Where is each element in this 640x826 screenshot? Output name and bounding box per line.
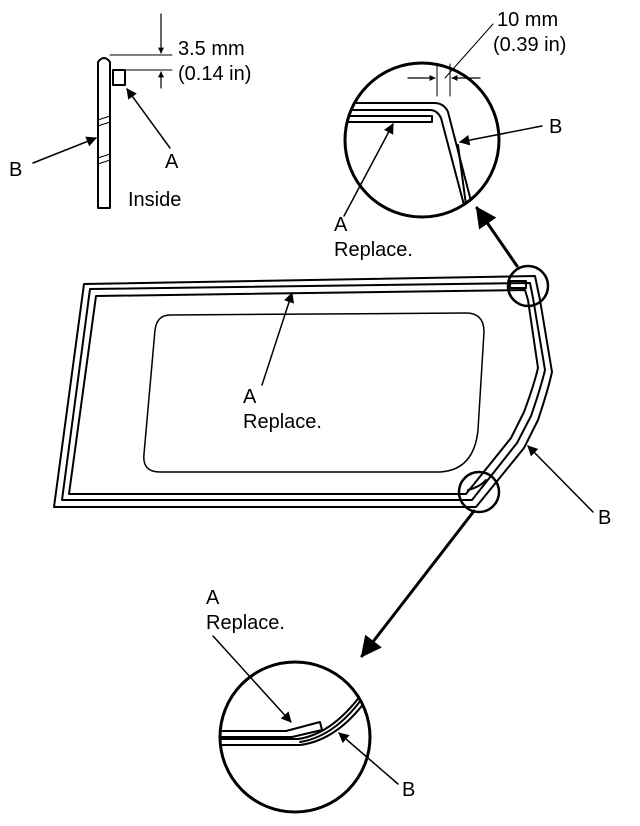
- leader-b-bottom: [338, 732, 399, 785]
- leader-b-main: [527, 445, 594, 513]
- label-replace-main: Replace.: [243, 411, 322, 433]
- label-a-main: A: [243, 386, 257, 408]
- label-b-section: B: [9, 159, 22, 181]
- label-a-bottom: A: [206, 587, 220, 609]
- bottom-magnifier-circle: [218, 660, 372, 814]
- label-replace-top: Replace.: [334, 239, 413, 261]
- leader-a-bottom: [212, 635, 292, 723]
- dim-offset-mm: 10 mm: [497, 9, 558, 31]
- dim-thickness-in: (0.14 in): [178, 63, 251, 85]
- glass-inner-opening: [143, 312, 485, 473]
- label-a-top: A: [334, 214, 348, 236]
- label-a-section: A: [165, 151, 179, 173]
- seal-a-bottom: [220, 721, 323, 738]
- dim-thickness-mm: 3.5 mm: [178, 38, 245, 60]
- dim-offset-in: (0.39 in): [493, 34, 566, 56]
- top-corner-detail: [343, 23, 543, 219]
- leader-b-section: [32, 136, 97, 164]
- seal-a-top: [345, 115, 433, 123]
- leader-b-top: [458, 125, 543, 146]
- cross-section-detail: [32, 13, 173, 209]
- label-b-main: B: [598, 507, 611, 529]
- seal-a-outer: [61, 282, 546, 501]
- glass-edge-section: [97, 57, 111, 209]
- label-inside: Inside: [128, 189, 181, 211]
- seal-a-inner: [68, 289, 539, 495]
- top-magnifier-circle: [343, 61, 501, 219]
- leader-a-top: [343, 123, 394, 217]
- label-b-bottom: B: [402, 779, 415, 801]
- label-b-top: B: [549, 116, 562, 138]
- leader-a-section: [126, 88, 171, 149]
- bottom-corner-detail: [212, 635, 399, 814]
- quarter-glass: [53, 275, 553, 508]
- leader-a-main: [261, 292, 295, 386]
- pointer-top-detail: [475, 206, 519, 268]
- molding-b-top: [457, 144, 467, 206]
- seal-a-section: [112, 69, 126, 86]
- top-corner-callout-circle: [506, 264, 550, 308]
- label-replace-bottom: Replace.: [206, 612, 285, 634]
- bottom-corner-callout-circle: [457, 470, 501, 514]
- pointer-bottom-detail: [360, 509, 476, 658]
- glass-outline: [53, 275, 553, 508]
